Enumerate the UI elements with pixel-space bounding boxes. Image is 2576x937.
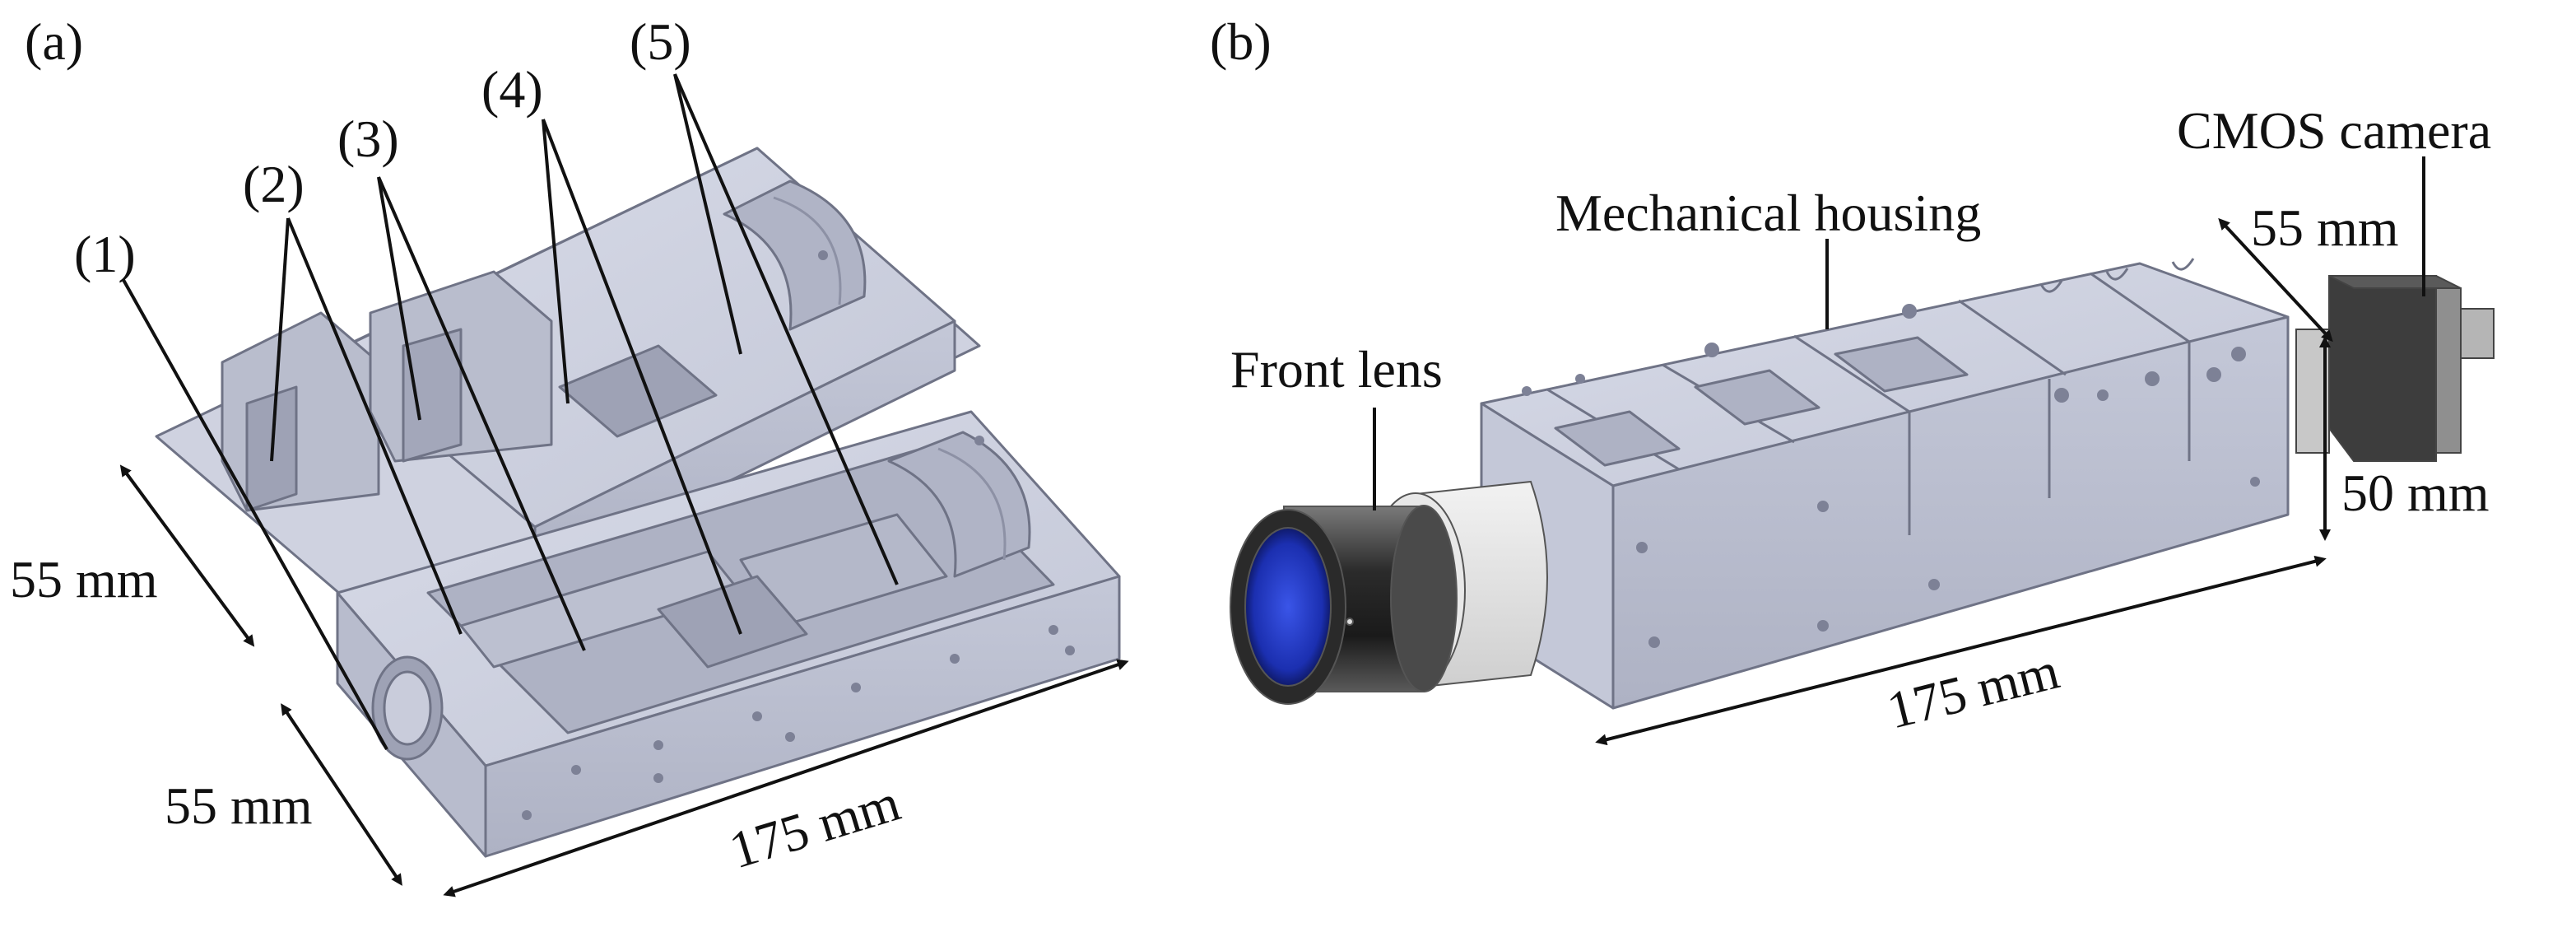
callout-5: (5) [630, 12, 691, 71]
panel-b: (b) [1210, 12, 2495, 746]
front-lens [1230, 480, 1548, 705]
housing-window-2 [1694, 369, 1820, 426]
callout-2: (2) [243, 155, 305, 213]
housing-window-1 [1554, 410, 1681, 467]
upper-slot-4 [558, 344, 718, 438]
upper-bore-5 [723, 179, 867, 331]
dim-length-line [443, 659, 1129, 897]
housing-assembly [1480, 258, 2290, 710]
camera-body [2328, 275, 2437, 462]
callout-leaders [122, 73, 899, 750]
callout-4: (4) [481, 60, 543, 119]
front-lens-label: Front lens [1230, 340, 1443, 399]
housing-label: Mechanical housing [1555, 184, 1981, 242]
lower-bore-5 [887, 431, 1031, 578]
camera-label: CMOS camera [2177, 101, 2491, 160]
panel-a-label: (a) [25, 12, 83, 71]
cmos-camera [2295, 275, 2495, 462]
upper-block-3-face [402, 328, 463, 463]
dim-width-line [2218, 217, 2333, 343]
housing-window-3 [1834, 336, 1969, 393]
dim-width-label: 55 mm [2251, 198, 2399, 257]
callout-3: (3) [337, 110, 399, 168]
panel-a: (a) [10, 12, 1129, 897]
dim-depth-lower-label: 55 mm [165, 776, 313, 835]
lens-glass-icon [1244, 527, 1332, 687]
leaders-b [1373, 156, 2425, 510]
dim-depth-upper-line [119, 464, 255, 647]
dimension-lines-a [119, 464, 1129, 897]
callout-1: (1) [74, 225, 136, 283]
panel-b-label: (b) [1210, 12, 1272, 71]
dim-length-b-line [1595, 555, 2327, 746]
dim-depth-lower-line [281, 703, 402, 886]
dim-depth-upper-label: 55 mm [10, 550, 158, 608]
dimension-lines-b [1595, 217, 2333, 746]
dim-length-b-label: 175 mm [1881, 641, 2064, 740]
dim-height-label: 50 mm [2341, 464, 2490, 522]
